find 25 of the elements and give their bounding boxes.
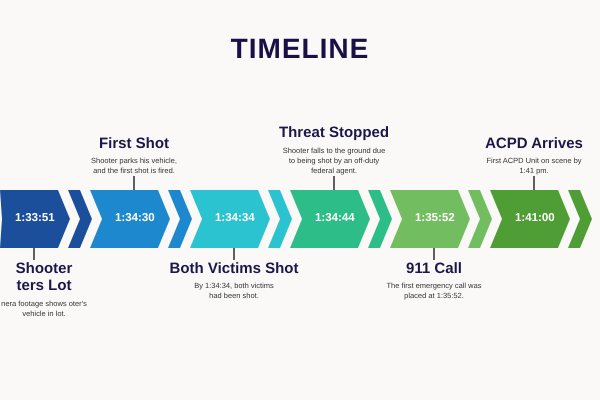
timestamp: 1:41:00 (515, 213, 555, 224)
timestamp: 1:35:52 (415, 213, 455, 224)
timestamp: 1:34:34 (215, 213, 255, 224)
chevron-arrow (368, 190, 392, 248)
leader-line (133, 176, 135, 190)
event-heading: Threat Stopped (278, 124, 390, 142)
chevron-arrow (268, 190, 292, 248)
timestamp: 1:33:51 (15, 213, 55, 224)
title: TIMELINE (230, 34, 370, 65)
leader-line (533, 176, 535, 190)
timestamp: 1:34:44 (315, 213, 355, 224)
chevron-arrow (168, 190, 192, 248)
event-heading: Both Victims Shot (168, 260, 300, 278)
leader-line (433, 248, 435, 260)
leader-line (33, 248, 35, 260)
chevron-arrow (468, 190, 492, 248)
leader-line (233, 248, 235, 260)
leader-line (333, 176, 335, 190)
event-heading: First Shot (98, 134, 170, 152)
chevron-arrow (568, 190, 592, 248)
event-heading: ACPD Arrives (484, 134, 584, 152)
chevron-arrow (68, 190, 92, 248)
event-heading: 911 Call (405, 260, 463, 278)
timestamp: 1:34:30 (115, 213, 155, 224)
event-heading: Shooter ters Lot (14, 260, 74, 294)
